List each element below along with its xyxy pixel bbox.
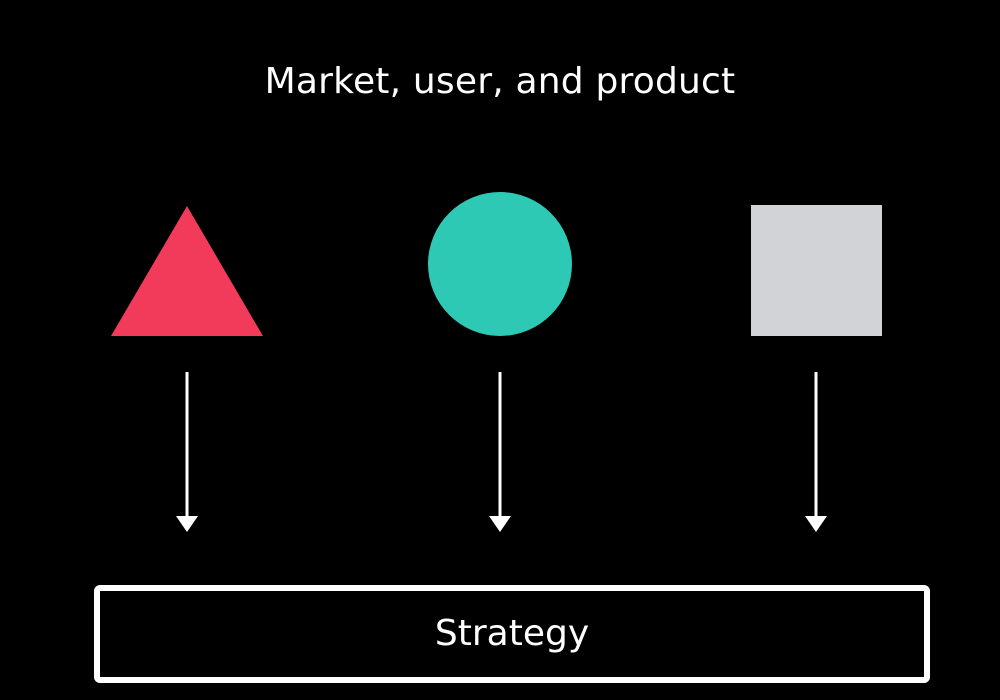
triangle-icon: [111, 206, 263, 336]
arrow-center: [489, 372, 511, 532]
circle-icon: [428, 192, 572, 336]
arrow-down-icon: [176, 516, 198, 532]
strategy-box: Strategy: [94, 585, 930, 683]
arrow-down-icon: [489, 516, 511, 532]
diagram-title: Market, user, and product: [264, 61, 736, 102]
square-icon: [751, 205, 882, 336]
arrow-left: [176, 372, 198, 532]
strategy-label: Strategy: [434, 613, 590, 654]
arrow-right: [805, 372, 827, 532]
arrow-down-icon: [805, 516, 827, 532]
